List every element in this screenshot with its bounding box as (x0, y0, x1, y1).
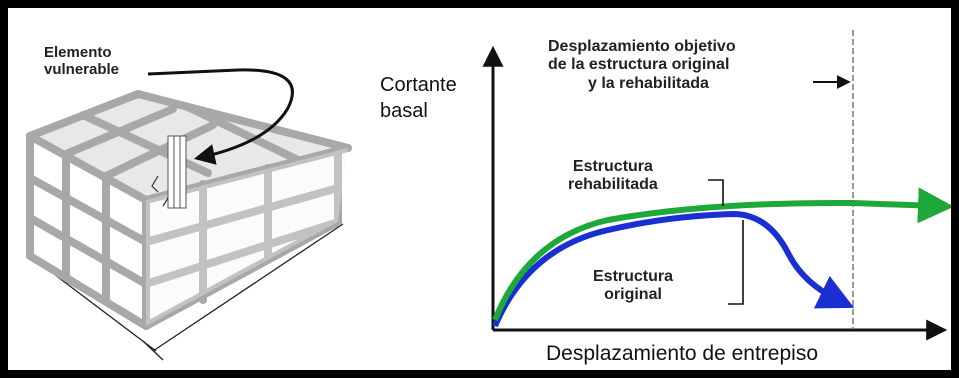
original-label-line1: Estructura (593, 268, 674, 285)
pushover-chart (482, 30, 951, 341)
right-facade (142, 146, 342, 330)
original-label-bracket (728, 220, 744, 305)
rehab-curve (492, 187, 951, 322)
building-label: Elemento vulnerable (44, 44, 119, 79)
left-facade (26, 132, 150, 330)
figure-canvas (26, 30, 951, 361)
rehab-label-bracket (708, 179, 724, 206)
building-label-line1: Elemento (44, 44, 112, 61)
y-axis-label-line2: basal (380, 100, 428, 122)
vulnerable-column (151, 135, 187, 209)
y-axis-label-line1: Cortante (380, 74, 457, 96)
target-label: Desplazamiento objetivo de la estructura… (548, 38, 736, 93)
target-label-line3: y la rehabilitada (588, 74, 709, 92)
figure-frame: Elemento vulnerable Cortante basal Despl… (8, 8, 951, 370)
rehab-label-line1: Estructura (572, 158, 653, 175)
original-label-line2: original (604, 286, 662, 304)
y-axis-label: Cortante basal (380, 72, 457, 124)
building-illustration (26, 68, 352, 361)
ground-line-right (152, 223, 344, 352)
target-label-line1: Desplazamiento objetivo (548, 38, 736, 55)
original-curve (492, 210, 855, 328)
pointer-arrow (147, 68, 294, 165)
x-axis-label: Desplazamiento de entrepiso (546, 342, 818, 365)
rehab-label-line2: rehabilitada (568, 176, 658, 194)
building-label-line2: vulnerable (44, 61, 120, 79)
target-label-line2: de la estructura original (548, 56, 730, 74)
rehab-label: Estructura rehabilitada (568, 158, 658, 195)
roof-beams (26, 90, 352, 204)
original-label: Estructura original (593, 268, 673, 305)
